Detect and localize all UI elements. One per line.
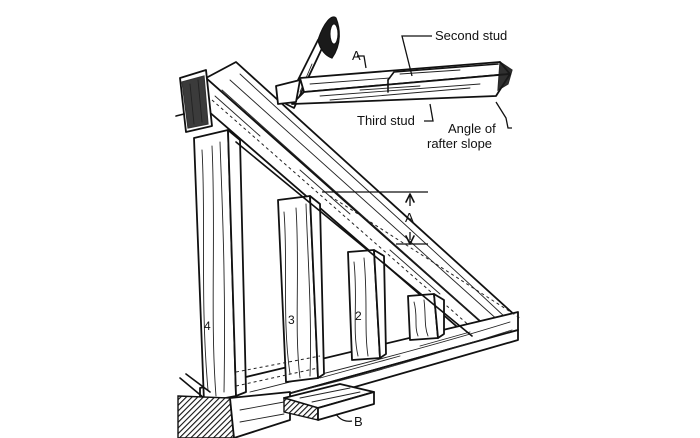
corner-post-cap <box>175 69 213 133</box>
foot-block <box>177 391 291 438</box>
stud-3: 3 <box>277 195 325 383</box>
label-angle-line1: Angle of <box>448 121 496 136</box>
rafter <box>199 61 519 339</box>
stud-number-3: 3 <box>288 313 295 327</box>
leader-a <box>357 55 367 69</box>
leader-b <box>335 413 353 422</box>
spacer-block-b: B <box>283 383 375 429</box>
leader-third-stud <box>424 103 434 122</box>
label-second-stud: Second stud <box>435 28 507 43</box>
stud-2: 2 <box>347 249 387 361</box>
label-dimension-a: A <box>405 210 414 225</box>
label-angle-line2: rafter slope <box>427 136 492 151</box>
nails <box>179 373 211 399</box>
main-framing-illustration: 4 3 2 <box>175 61 521 438</box>
stud-number-4: 4 <box>204 319 211 333</box>
stud-1 <box>407 293 445 341</box>
label-a: A <box>352 48 361 63</box>
stud-piece <box>275 60 513 105</box>
layout-lines <box>235 355 321 387</box>
label-third-stud: Third stud <box>357 113 415 128</box>
leader-second-stud <box>401 35 432 77</box>
leader-angle <box>495 101 512 129</box>
stud-number-2: 2 <box>355 309 362 323</box>
inset-stud-marking: A Second stud Third stud Angle of rafter… <box>275 16 513 151</box>
stud-4: 4 <box>193 129 247 403</box>
dimension-a: A <box>322 191 521 319</box>
label-b: B <box>354 414 363 429</box>
rafter-underside <box>235 141 473 337</box>
